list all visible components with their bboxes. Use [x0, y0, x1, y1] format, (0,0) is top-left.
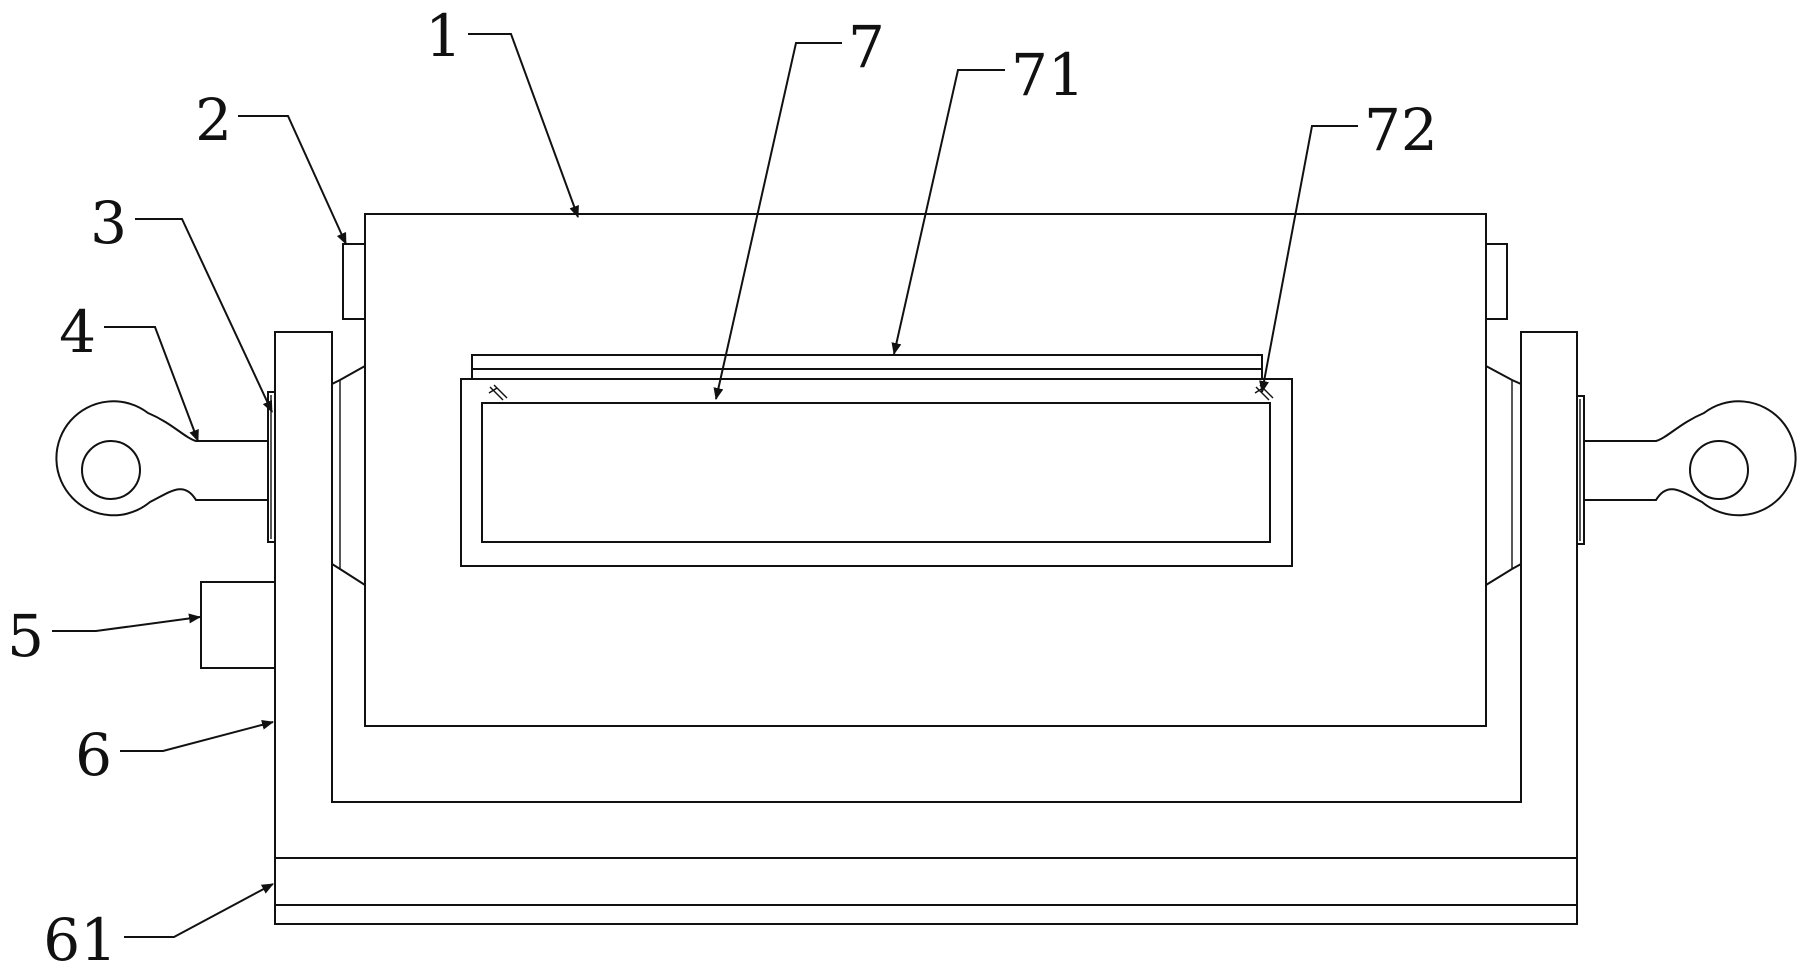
leader-6 — [468, 33, 579, 218]
label-7: 7 — [848, 13, 885, 81]
label-1: 61 — [43, 906, 117, 970]
leader-2 — [120, 719, 274, 752]
side-block-left — [342, 243, 366, 320]
label-72: 71 — [1011, 41, 1085, 109]
leader-4 — [104, 326, 199, 442]
bearing-right — [1485, 365, 1522, 586]
label-6: 1 — [425, 2, 462, 70]
leader-lines — [52, 33, 1358, 938]
label-4: 4 — [59, 298, 96, 366]
leader-7 — [713, 42, 842, 400]
bearing-left — [331, 365, 366, 586]
fastener-left — [488, 384, 508, 401]
leader-61 — [238, 115, 347, 245]
base-plate — [274, 857, 1578, 925]
side-box — [200, 581, 276, 669]
label-2: 6 — [75, 721, 112, 789]
eye-bolt-left — [55, 400, 269, 517]
leader-1 — [124, 883, 274, 938]
leader-5 — [135, 218, 273, 413]
flange-left — [267, 391, 276, 543]
leader-72 — [891, 69, 1005, 355]
inner-panel — [460, 378, 1293, 567]
leader-71 — [1259, 125, 1358, 393]
label-5: 3 — [90, 189, 127, 257]
reference-numerals: 1 2 3 4 5 6 61 7 71 72 — [7, 2, 1438, 970]
leader-3 — [52, 613, 201, 632]
label-61: 2 — [195, 86, 232, 154]
label-3: 5 — [7, 602, 44, 670]
eye-bolt-right — [1583, 400, 1797, 517]
top-strip — [471, 354, 1263, 380]
side-block-right — [1485, 243, 1508, 320]
label-71: 72 — [1364, 96, 1438, 164]
flange-right — [1576, 395, 1585, 545]
